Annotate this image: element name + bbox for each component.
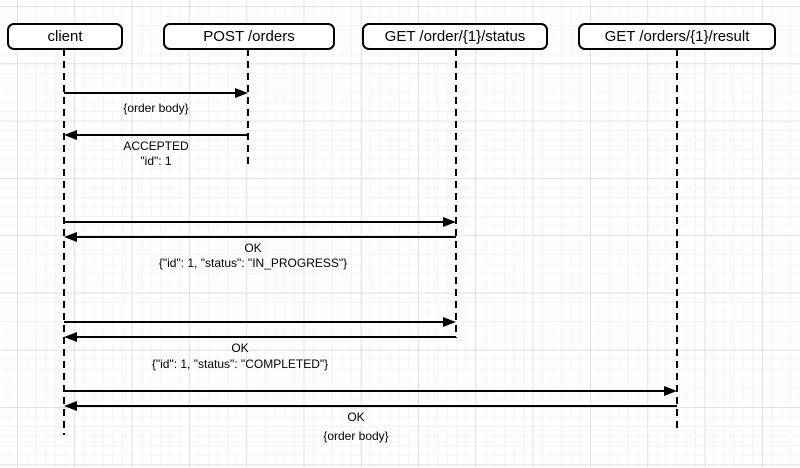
message-label-line2[interactable]: {order body} [323, 429, 389, 443]
arrowhead-left-icon [64, 232, 77, 242]
arrowhead-right-icon [235, 88, 248, 98]
lifeline-client[interactable] [63, 49, 65, 435]
message-line[interactable] [64, 321, 443, 323]
lifeline-post-orders[interactable] [247, 49, 249, 166]
lifeline-get-order-status[interactable] [455, 49, 457, 338]
actor-label-get-orders-result: GET /orders/{1}/result [604, 28, 750, 45]
message-label[interactable]: OK [244, 241, 262, 255]
message-label[interactable]: {order body} [123, 101, 189, 115]
message-label-line2[interactable]: {"id": 1, "status": "COMPLETED"} [151, 357, 329, 371]
message-label[interactable]: ACCEPTED [123, 139, 189, 153]
message-line[interactable] [64, 221, 443, 223]
arrowhead-right-icon [443, 217, 456, 227]
message-label-line2[interactable]: {"id": 1, "status": "IN_PROGRESS"} [158, 256, 348, 270]
lifeline-get-orders-result[interactable] [676, 49, 678, 433]
actor-box-post-orders[interactable]: POST /orders [163, 23, 335, 50]
message-line[interactable] [64, 390, 664, 392]
message-label[interactable]: OK [347, 410, 365, 424]
actor-box-get-order-status[interactable]: GET /order/{1}/status [362, 23, 548, 50]
arrowhead-left-icon [64, 401, 77, 411]
actor-label-get-order-status: GET /order/{1}/status [384, 28, 526, 45]
arrowhead-left-icon [64, 332, 77, 342]
arrowhead-right-icon [664, 386, 677, 396]
actor-box-get-orders-result[interactable]: GET /orders/{1}/result [578, 23, 776, 50]
arrowhead-right-icon [443, 317, 456, 327]
message-line[interactable] [64, 92, 235, 94]
message-line[interactable] [77, 236, 456, 238]
actor-label-post-orders: POST /orders [203, 28, 295, 45]
message-label-line2[interactable]: "id": 1 [140, 154, 172, 168]
message-line[interactable] [77, 405, 677, 407]
actor-label-client: client [47, 28, 83, 45]
message-line[interactable] [77, 336, 456, 338]
message-line[interactable] [77, 134, 248, 136]
arrowhead-left-icon [64, 130, 77, 140]
actor-box-client[interactable]: client [7, 23, 123, 50]
message-label[interactable]: OK [231, 341, 249, 355]
